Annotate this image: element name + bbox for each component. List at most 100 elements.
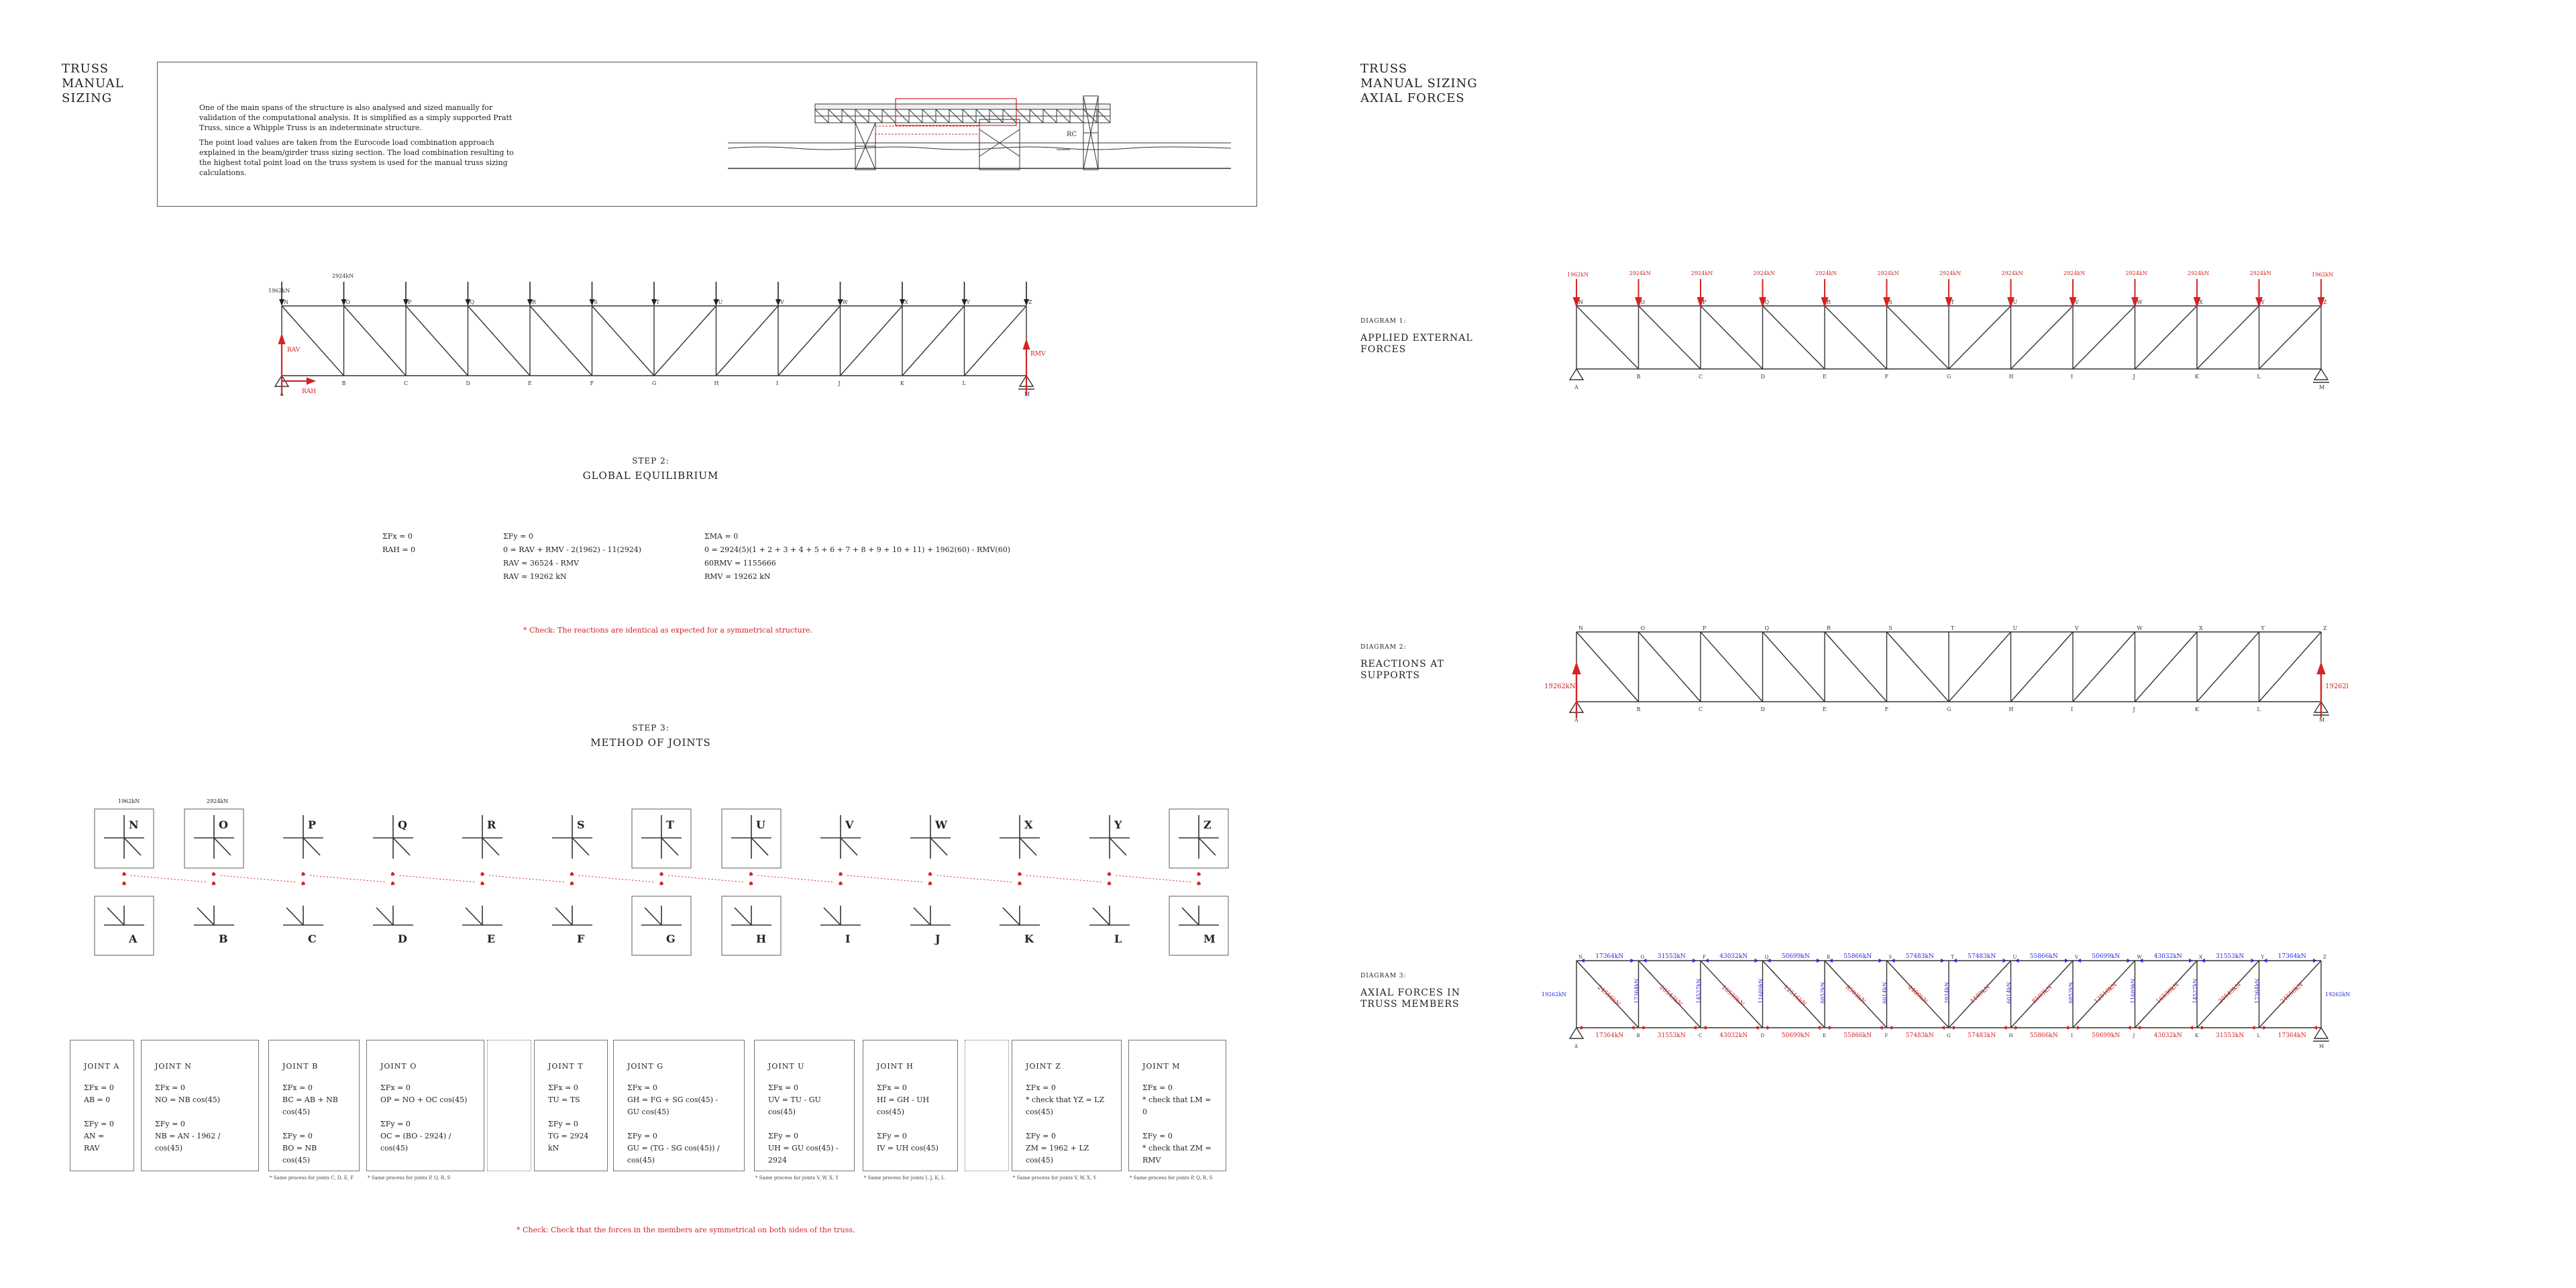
bottom-node-label: K: [2195, 374, 2200, 380]
joint-calc-line: ΣFy = 0: [627, 1132, 657, 1140]
top-node-label: Y: [2261, 625, 2265, 631]
bridge-diagonal: [868, 109, 883, 123]
joint-calc-line: ΣFx = 0: [380, 1083, 411, 1092]
diagonal-force: 12516kN: [1782, 984, 1807, 1008]
compression-arrow: [1642, 959, 1647, 963]
diagonal-member: [2258, 960, 2322, 1028]
fbd-arrows: [104, 906, 144, 926]
fbd-diagonal-arrow: [196, 907, 215, 926]
joint-calc-title: JOINT U: [768, 1062, 805, 1071]
joint-calc-title: JOINT Z: [1026, 1062, 1061, 1071]
fbd-bottom-joint: D: [363, 896, 423, 957]
bottom-node-label: M: [1024, 391, 1030, 397]
fbd-joint-letter: A: [128, 932, 138, 945]
fbd-bottom-joint: E: [452, 896, 513, 957]
bridge-diagonal: [1083, 109, 1097, 123]
fbd-diagonal-arrow: [1108, 837, 1127, 856]
diagonal-member: [2196, 305, 2259, 370]
sequence-dot: [570, 872, 574, 876]
top-node-label: S: [1889, 625, 1892, 631]
fbd-arrows: [1089, 906, 1130, 926]
vertical-force: 14527kN: [2192, 979, 2198, 1004]
joint-calc-title: JOINT O: [380, 1062, 417, 1071]
rc-label: RC: [1067, 131, 1077, 138]
applied-load-label: 2924kN: [1691, 270, 1713, 276]
joint-calc-line: BO = NB cos(45): [282, 1144, 317, 1165]
right-page-title: TRUSS MANUAL SIZING AXIAL FORCES: [1360, 62, 1478, 105]
omitted-joint-placeholder: [487, 1040, 531, 1171]
joint-calc-line: HI = GH - UH cos(45): [877, 1095, 930, 1116]
top-chord-force: 50699kN: [2092, 953, 2120, 960]
tension-arrow: [2002, 1026, 2007, 1030]
diagonal-force: 4489kN: [1906, 984, 1929, 1006]
bottom-chord-force: 57483kN: [1906, 1032, 1934, 1039]
bridge-diagonal: [975, 109, 990, 123]
top-node-label: T: [656, 299, 660, 305]
bottom-chord-force: 31553kN: [2216, 1032, 2244, 1039]
fbd-arrows: [820, 815, 861, 859]
fbd-bottom-joint: I: [810, 896, 871, 957]
sequence-link: [488, 875, 566, 883]
fbd-joint-letter: Z: [1203, 818, 1212, 831]
top-node-label: Z: [1028, 299, 1032, 305]
fbd-joint-letter: U: [756, 818, 765, 831]
eq-line: ΣMA = 0: [704, 532, 739, 541]
sequence-link: [130, 875, 207, 883]
diagonal-force: 16530kN: [2155, 981, 2181, 1006]
joint-calc-line: ΣFy = 0: [282, 1132, 313, 1140]
bottom-node-label: D: [1761, 706, 1765, 712]
sequence-dot: [1197, 872, 1201, 876]
vertical-force: 17364kN: [2255, 979, 2261, 1004]
bottom-node-label: M: [2319, 384, 2324, 390]
top-node-label: X: [2199, 955, 2202, 960]
applied-load-label: 2924kN: [1878, 270, 1899, 276]
fbd-arrows: [551, 906, 592, 926]
bottom-node-label: A: [1574, 384, 1578, 390]
point-load-arrowhead: [961, 299, 967, 306]
bridge-diagonal: [1056, 109, 1071, 123]
bottom-node-label: M: [2319, 1044, 2324, 1049]
joint-calc-note: * Same process for joints P, Q, R, S: [368, 1175, 451, 1181]
top-chord-force: 57483kN: [1906, 953, 1934, 960]
diagonal-member: [653, 305, 717, 376]
joint-calc-line: [84, 1106, 120, 1118]
compression-arrow: [2002, 959, 2007, 963]
fbd-top-joint: W: [900, 808, 961, 870]
bottom-chord-force: 50699kN: [1782, 1032, 1810, 1039]
joint-calc-note: * Same process for joints C, D, E, F: [270, 1175, 354, 1181]
fbd-diagonal-arrow: [912, 907, 931, 926]
bottom-chord-force: 57483kN: [1968, 1032, 1996, 1039]
bottom-node-label: L: [2257, 374, 2261, 380]
pin-support: [1568, 368, 1585, 380]
fbd-joint-letter: K: [1024, 932, 1034, 945]
fbd-load-o: 2924kN: [207, 798, 229, 804]
top-node-label: Y: [966, 299, 971, 305]
eq-line: ΣFy = 0: [503, 532, 533, 541]
bottom-node-label: B: [342, 380, 346, 386]
point-load-arrowhead: [651, 299, 657, 306]
fbd-diagonal-arrow: [571, 837, 590, 856]
top-node-label: Q: [1765, 955, 1769, 960]
top-node-label: T: [1951, 625, 1955, 631]
applied-load-label: 2924kN: [1939, 270, 1961, 276]
fbd-arrows: [910, 906, 951, 926]
joint-calc-line: ΣFy = 0: [380, 1120, 411, 1128]
fbd-joint-letter: Y: [1114, 818, 1122, 831]
tension-arrow: [1693, 1026, 1697, 1030]
fbd-joint-letter: I: [845, 932, 850, 945]
joint-calc-line: ΣFx = 0: [768, 1083, 798, 1092]
diagonal-member: [1824, 960, 1888, 1028]
point-load-arrowhead: [900, 299, 905, 306]
vertical-force: 19262kN: [2325, 991, 2350, 998]
top-node-label: N: [1578, 625, 1583, 631]
fbd-top-joint: N: [94, 808, 154, 870]
joint-calc-line: NO = NB cos(45): [155, 1095, 221, 1104]
fbd-arrows: [104, 815, 144, 859]
bridge-diagonal: [841, 109, 856, 123]
joint-calc-note: * Same process for joints P, Q, R, S: [1130, 1175, 1213, 1181]
fbd-joint-letter: G: [666, 932, 676, 945]
joint-calc-line: [877, 1118, 944, 1130]
fbd-frame: [94, 808, 154, 869]
